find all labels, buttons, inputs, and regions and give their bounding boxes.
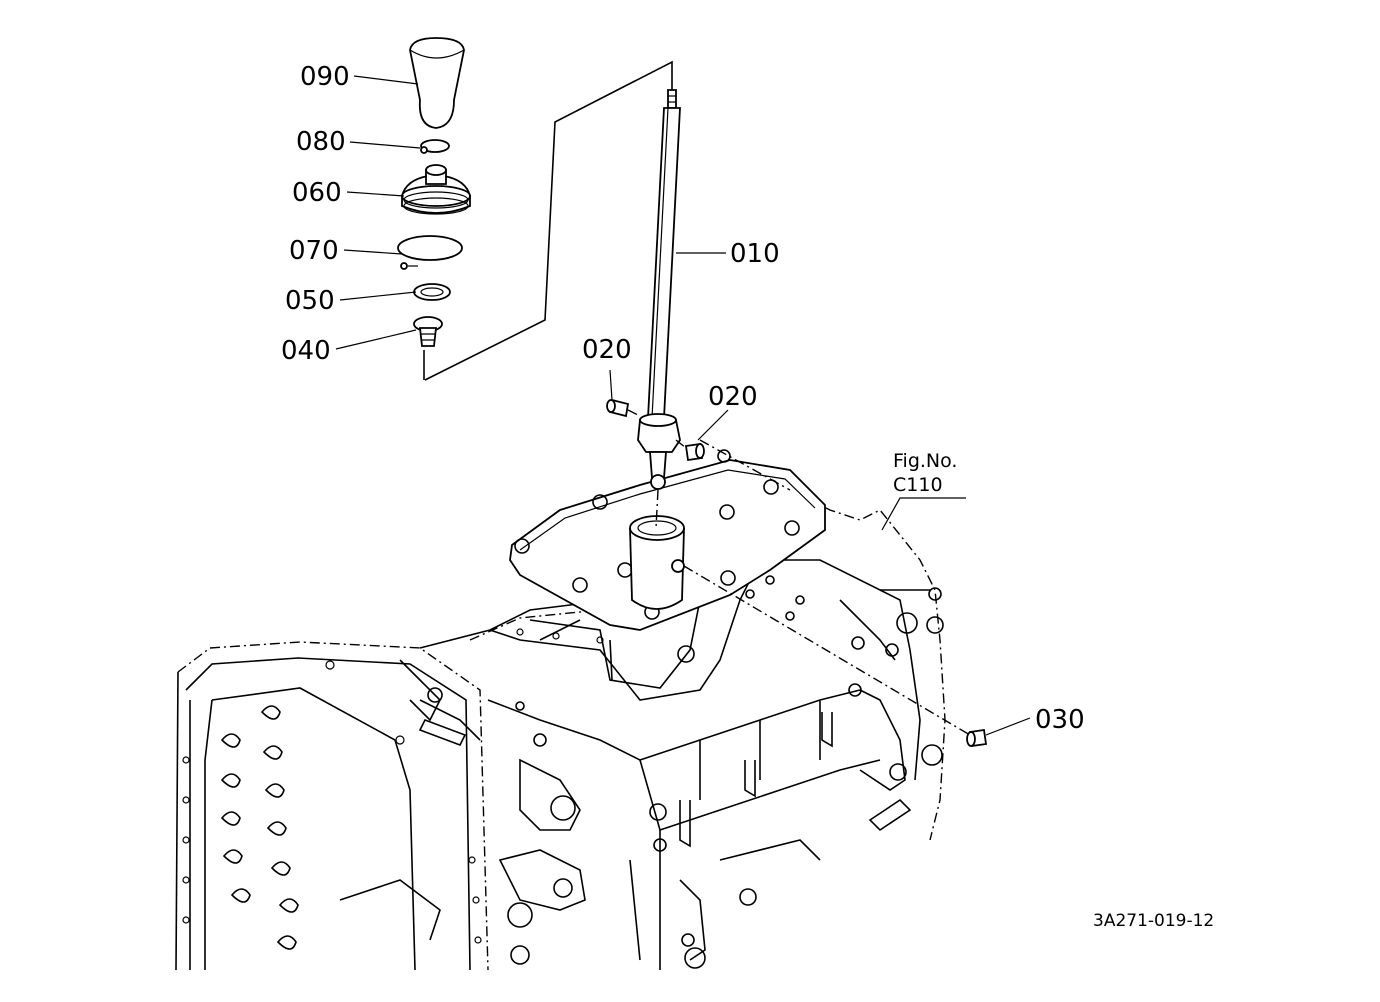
band-070 [397, 235, 463, 270]
pin-020-left [606, 398, 641, 418]
fig-ref-label: Fig.No. [893, 450, 957, 472]
callout-010: 010 [730, 239, 780, 269]
seal-050 [413, 283, 451, 301]
callout-060: 060 [292, 178, 342, 208]
bushing-040 [413, 316, 443, 347]
knob-090 [409, 37, 465, 129]
shift-lever [637, 89, 681, 529]
snap-ring-080 [420, 139, 450, 154]
shift-tower [629, 515, 685, 610]
flange-holes [182, 660, 482, 950]
callout-080: 080 [296, 127, 346, 157]
callout-070: 070 [289, 236, 339, 266]
plug-030 [966, 728, 988, 748]
transmission-case [175, 489, 946, 971]
callout-050: 050 [285, 286, 335, 316]
drawing-code: 3A271-019-12 [1093, 911, 1214, 931]
assembly-bracket-line [424, 60, 673, 381]
callout-040: 040 [281, 336, 331, 366]
boot-060 [401, 164, 471, 215]
fig-ref-number: C110 [893, 474, 943, 496]
callout-030: 030 [1035, 705, 1085, 735]
leader-lines [335, 75, 1031, 736]
callout-020-left: 020 [582, 335, 632, 365]
centerline-030 [683, 565, 976, 739]
centerline-cover [699, 439, 791, 491]
callout-090: 090 [300, 62, 350, 92]
pin-020-right [675, 439, 705, 462]
callout-020-right: 020 [708, 382, 758, 412]
